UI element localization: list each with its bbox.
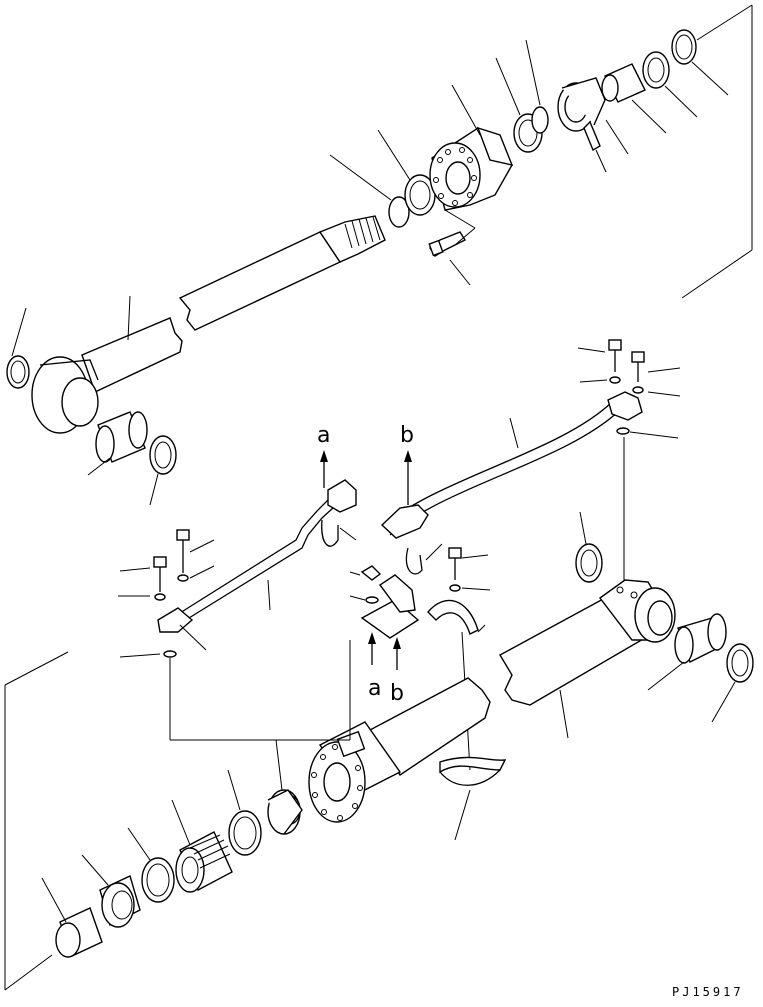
pipe-a-washer-1: [177, 574, 189, 582]
snap-ring: [388, 196, 410, 228]
clamp-washer: [365, 596, 379, 604]
marker-b-top: b: [400, 423, 414, 448]
piston-rod-assembly: [6, 4, 753, 506]
pipe-b-bolt-head-1: [608, 339, 622, 351]
rod-head-seal: [557, 77, 606, 152]
tube-seal-ring: [575, 543, 603, 583]
clamp-bracket: [349, 547, 491, 771]
rod-thread-lines: [344, 216, 381, 249]
piston-bolt: [428, 231, 467, 257]
cylinder-head-flange: [308, 721, 402, 823]
pipe-a-assembly: [118, 479, 357, 651]
pipe-a-flange: [327, 479, 357, 513]
clamp-strap: [427, 599, 479, 635]
pipe-a-u-bolt: [321, 519, 339, 547]
piston-ring: [531, 106, 549, 134]
drawing-code: PJ15917: [672, 985, 744, 999]
pipe-b-u-bolt: [405, 547, 423, 575]
bottom-dust-seal: [726, 643, 754, 683]
rod-middle-section: [178, 231, 342, 331]
pipe-b-bolt-head-2: [631, 351, 645, 363]
pipe-b-assembly: [380, 339, 681, 588]
rod-eye-dust-seal: [149, 435, 177, 475]
piston-head: [429, 126, 514, 211]
cylinder-tube-assembly: [41, 511, 754, 958]
pipe-b-o-ring: [616, 427, 630, 435]
marker-a-bottom: a: [368, 676, 381, 701]
o-ring: [163, 650, 177, 658]
marker-a-top: a: [317, 423, 330, 448]
cylinder-tube-front: [368, 677, 491, 776]
frame-lines: [4, 640, 351, 991]
lower-strap: [439, 756, 507, 774]
rod-eye-bore: [61, 377, 99, 427]
flow-markers: a b a b: [317, 423, 414, 706]
piston-nut: [267, 789, 303, 835]
pipe-b-clamp: [380, 504, 429, 539]
pipe-a-lower-flange: [157, 607, 194, 633]
dust-seal: [642, 51, 670, 89]
piston: [175, 831, 233, 893]
pipe-b-flange: [607, 391, 643, 421]
pipe-a-washer-2: [154, 593, 166, 601]
pipe-a-bolt-head-2: [153, 556, 167, 568]
rod-lower-section: [81, 317, 183, 393]
clamp-nut: [360, 565, 382, 581]
rod-seal-ring: [6, 355, 30, 389]
pipe-a-bolt-head-1: [176, 529, 190, 541]
marker-b-bottom: b: [390, 681, 404, 706]
